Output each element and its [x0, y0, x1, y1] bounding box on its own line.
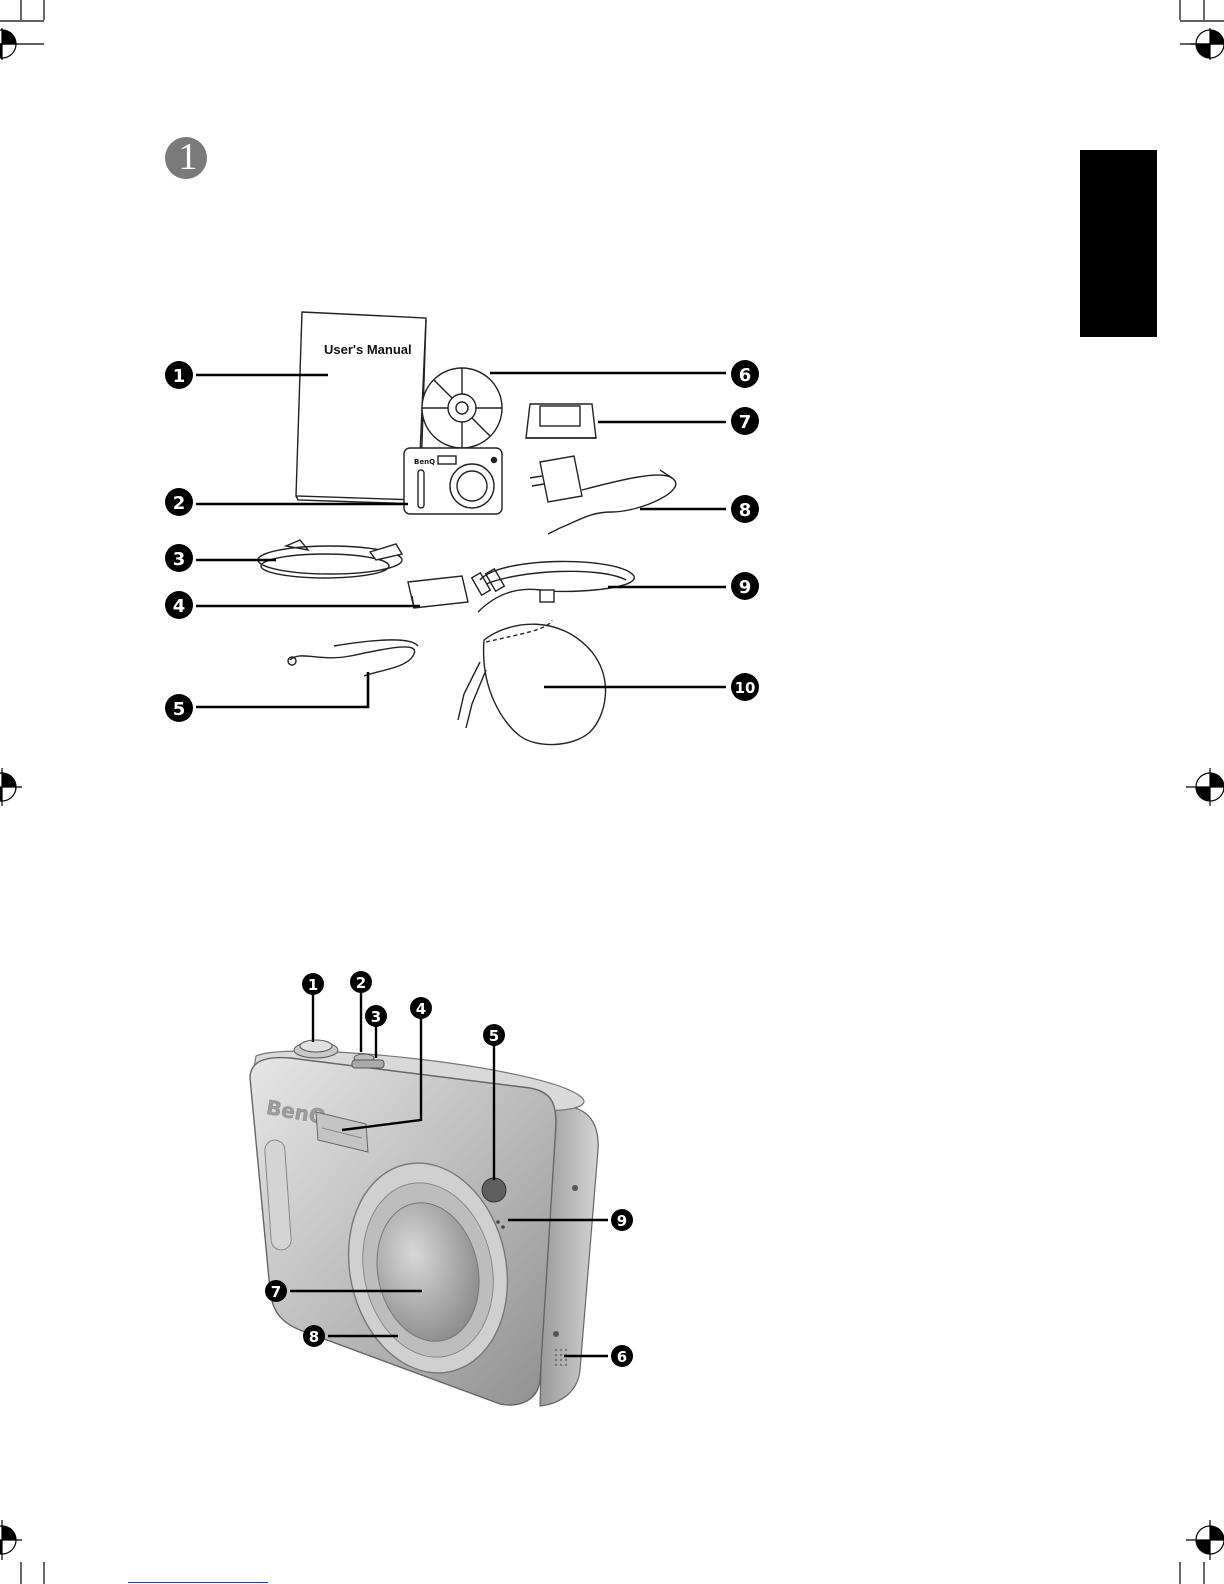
callout-4: 4	[165, 591, 193, 619]
svg-text:4: 4	[416, 1000, 426, 1018]
battery-charger-icon	[526, 404, 596, 438]
camera-callout-4: 4	[410, 997, 432, 1019]
camera-callout-9: 9	[611, 1209, 633, 1231]
svg-text:4: 4	[173, 596, 186, 617]
camera-front-illustration: BenQ	[250, 992, 608, 1406]
camera-callout-7: 7	[265, 1280, 287, 1302]
camera-small-icon: BenQ	[404, 448, 502, 514]
svg-text:7: 7	[739, 412, 752, 433]
manual-cover-title: User's Manual	[324, 342, 412, 357]
callout-2: 2	[165, 488, 193, 516]
camera-small-brand: BenQ	[414, 458, 435, 466]
camera-callout-6: 6	[611, 1345, 633, 1367]
svg-text:7: 7	[271, 1283, 281, 1301]
svg-text:3: 3	[371, 1008, 381, 1026]
camera-callout-1: 1	[302, 973, 324, 995]
callout-10: 10	[731, 673, 759, 701]
callout-8: 8	[731, 495, 759, 523]
callout-6: 6	[731, 360, 759, 388]
svg-text:2: 2	[356, 974, 366, 992]
svg-text:5: 5	[489, 1027, 499, 1045]
svg-text:6: 6	[617, 1348, 627, 1366]
svg-text:1: 1	[173, 366, 186, 387]
svg-text:5: 5	[173, 699, 186, 720]
shutter-button-icon	[300, 1040, 332, 1052]
svg-text:9: 9	[617, 1212, 627, 1230]
cd-disc-icon	[422, 368, 502, 448]
camera-callout-2: 2	[350, 971, 372, 993]
svg-text:9: 9	[739, 577, 752, 598]
callout-5: 5	[165, 694, 193, 722]
battery-icon	[408, 576, 468, 608]
package-contents-illustration: User's Manual BenQ	[196, 312, 726, 745]
svg-text:2: 2	[173, 493, 186, 514]
callout-3: 3	[165, 544, 193, 572]
svg-text:10: 10	[735, 679, 756, 697]
usb-cable-icon	[258, 540, 402, 578]
camera-callout-5: 5	[483, 1024, 505, 1046]
callout-1: 1	[165, 361, 193, 389]
svg-text:1: 1	[308, 976, 318, 994]
svg-text:3: 3	[173, 549, 186, 570]
camera-callout-8: 8	[303, 1325, 325, 1347]
svg-text:8: 8	[309, 1328, 319, 1346]
camera-callout-3: 3	[365, 1005, 387, 1027]
svg-text:8: 8	[739, 500, 752, 521]
power-adapter-icon	[530, 456, 676, 534]
camera-pouch-icon	[458, 620, 605, 745]
callout-9: 9	[731, 572, 759, 600]
footer-link-rule	[128, 1582, 268, 1583]
wrist-strap-icon	[288, 640, 418, 676]
svg-text:6: 6	[739, 365, 752, 386]
callout-7: 7	[731, 407, 759, 435]
af-assist-lamp-icon	[482, 1178, 506, 1202]
